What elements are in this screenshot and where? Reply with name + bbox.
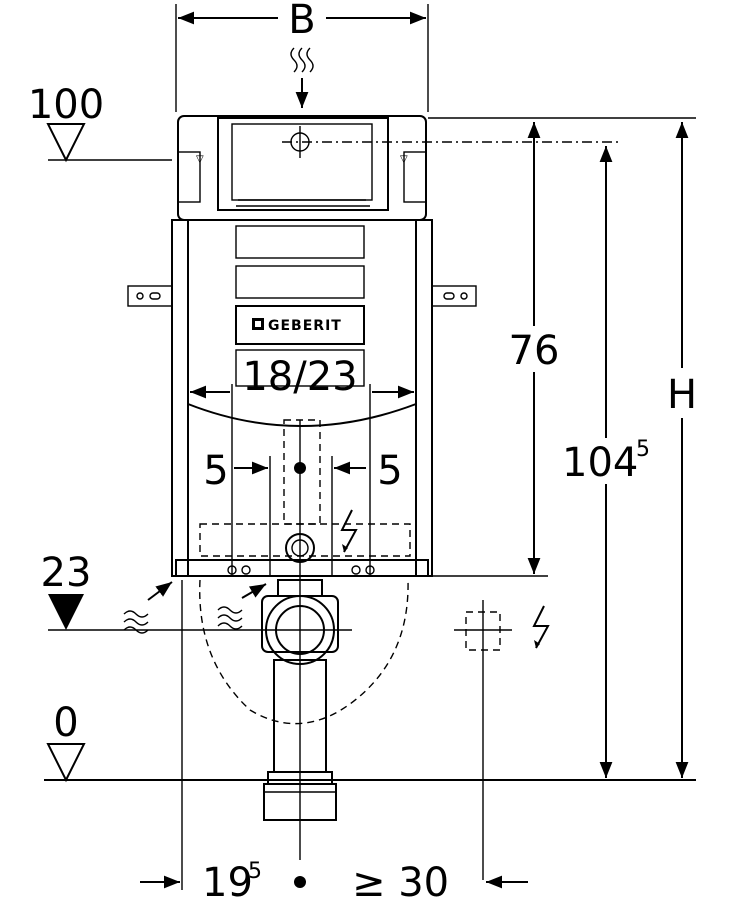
width-dimension: B xyxy=(175,0,429,112)
frame-body xyxy=(127,219,477,860)
left-offset-label: 5 xyxy=(203,448,228,494)
water-inlet-icon xyxy=(123,581,173,634)
flush-dim-label: 18/23 xyxy=(242,354,357,400)
dim-19-sup: 5 xyxy=(248,859,262,884)
bottom-dimensions: 19 5 ≥ 30 xyxy=(140,580,528,898)
level-0-label: 0 xyxy=(53,700,78,746)
flush-dimension: 18/23 xyxy=(190,354,414,576)
level-0-marker: 0 xyxy=(44,700,696,783)
offset-dimensions: 5 5 xyxy=(203,448,403,576)
water-inlet-icon xyxy=(217,583,267,630)
height-dimensions: 76 104 5 H xyxy=(428,117,702,778)
dim-min-30-label: ≥ 30 xyxy=(352,860,449,898)
level-23-marker: 23 xyxy=(41,550,352,631)
electrical-box xyxy=(454,600,512,880)
logo-text: GEBERIT xyxy=(268,318,342,334)
level-23-label: 23 xyxy=(41,550,92,596)
level-100-marker: 100 xyxy=(28,82,172,163)
width-label: B xyxy=(288,0,315,43)
dim-19-label: 19 xyxy=(202,860,253,898)
height-label: H xyxy=(667,372,697,418)
svg-text:▽: ▽ xyxy=(196,154,204,165)
dim-104-sup: 5 xyxy=(636,437,650,462)
right-offset-label: 5 xyxy=(377,448,402,494)
dim-76-label: 76 xyxy=(509,328,560,374)
water-inlet-icon xyxy=(290,47,314,108)
level-100-label: 100 xyxy=(28,82,104,128)
lightning-icon xyxy=(340,509,358,553)
svg-text:▽: ▽ xyxy=(400,154,408,165)
drain-pipe xyxy=(199,579,409,821)
geberit-logo: GEBERIT xyxy=(252,318,342,334)
cistern-body: ▽ ▽ xyxy=(177,115,620,221)
dim-104-label: 104 xyxy=(562,440,638,486)
lightning-icon xyxy=(532,605,550,649)
